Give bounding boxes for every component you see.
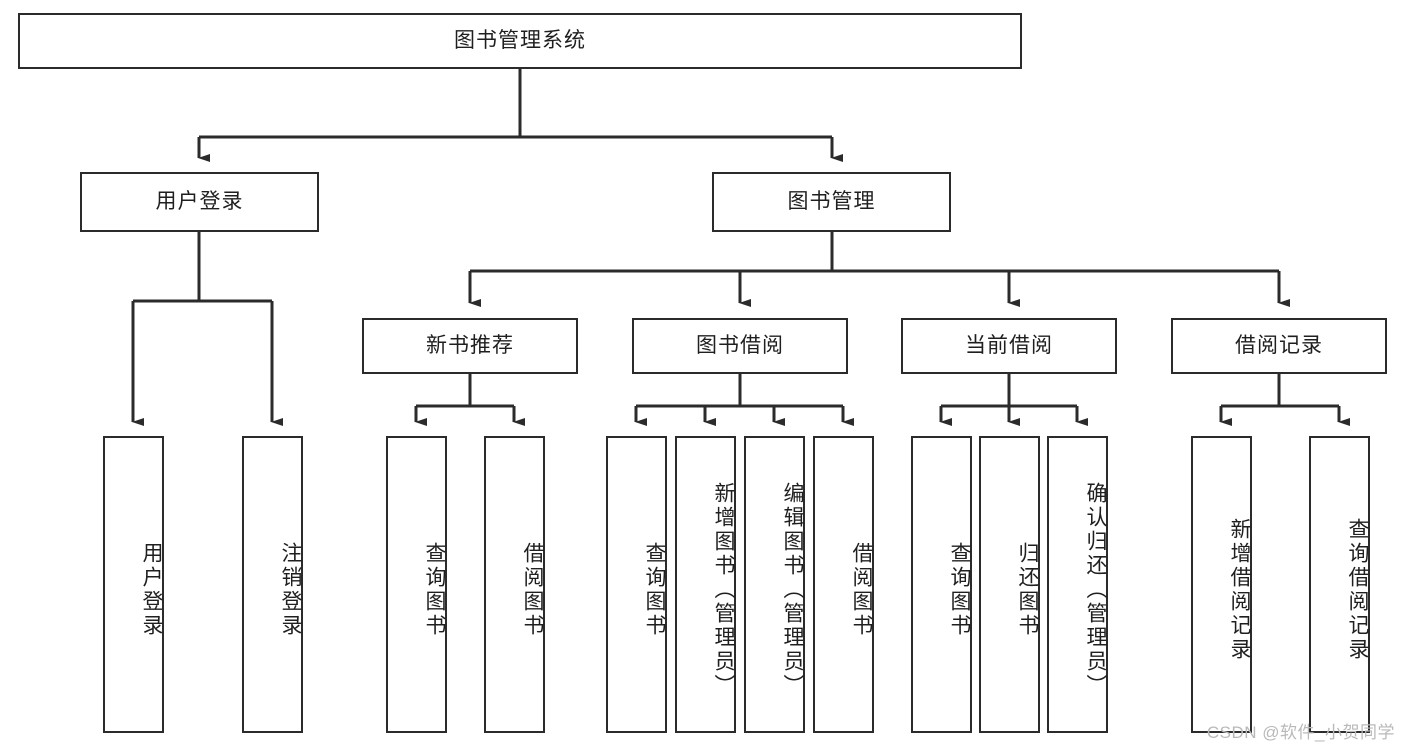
node-label: 用户登录 [140, 541, 163, 638]
leaf-borrow-edit-book-admin[interactable]: 编辑图书（管理员） [744, 436, 805, 733]
node-root-book-management-system[interactable]: 图书管理系统 [18, 13, 1022, 69]
leaf-current-query-book[interactable]: 查询图书 [911, 436, 972, 733]
node-label: 图书借阅 [696, 334, 784, 358]
node-new-book-recommendation[interactable]: 新书推荐 [362, 318, 578, 374]
node-label: 编辑图书（管理员） [781, 481, 804, 698]
node-label: 借阅记录 [1235, 334, 1323, 358]
leaf-record-add-borrow-record[interactable]: 新增借阅记录 [1191, 436, 1252, 733]
node-label: 查询图书 [423, 541, 446, 638]
node-label: 借阅图书 [850, 541, 873, 638]
node-label: 查询图书 [643, 541, 666, 638]
leaf-record-query-borrow-record[interactable]: 查询借阅记录 [1309, 436, 1370, 733]
node-user-login[interactable]: 用户登录 [80, 172, 319, 232]
node-label: 确认归还（管理员） [1084, 481, 1107, 698]
leaf-current-confirm-return-admin[interactable]: 确认归还（管理员） [1047, 436, 1108, 733]
leaf-current-return-book[interactable]: 归还图书 [979, 436, 1040, 733]
node-label: 查询图书 [948, 541, 971, 638]
node-book-management[interactable]: 图书管理 [712, 172, 951, 232]
node-label: 图书管理系统 [454, 29, 586, 53]
node-label: 查询借阅记录 [1346, 517, 1369, 662]
leaf-borrow-add-book-admin[interactable]: 新增图书（管理员） [675, 436, 736, 733]
node-book-borrowing[interactable]: 图书借阅 [632, 318, 848, 374]
node-label: 图书管理 [787, 190, 876, 214]
leaf-newbook-borrow-book[interactable]: 借阅图书 [484, 436, 545, 733]
node-label: 新增借阅记录 [1228, 517, 1251, 662]
node-borrowing-records[interactable]: 借阅记录 [1171, 318, 1387, 374]
node-label: 新增图书（管理员） [712, 481, 735, 698]
node-label: 借阅图书 [521, 541, 544, 638]
leaf-user-login-signin[interactable]: 用户登录 [103, 436, 164, 733]
node-label: 归还图书 [1016, 541, 1039, 638]
leaf-borrow-borrow-book[interactable]: 借阅图书 [813, 436, 874, 733]
node-label: 用户登录 [155, 190, 244, 214]
node-label: 新书推荐 [426, 334, 514, 358]
leaf-borrow-query-book[interactable]: 查询图书 [606, 436, 667, 733]
leaf-user-login-signout[interactable]: 注销登录 [242, 436, 303, 733]
node-label: 当前借阅 [965, 334, 1053, 358]
leaf-newbook-query-book[interactable]: 查询图书 [386, 436, 447, 733]
node-current-borrowing[interactable]: 当前借阅 [901, 318, 1117, 374]
node-label: 注销登录 [279, 541, 302, 638]
